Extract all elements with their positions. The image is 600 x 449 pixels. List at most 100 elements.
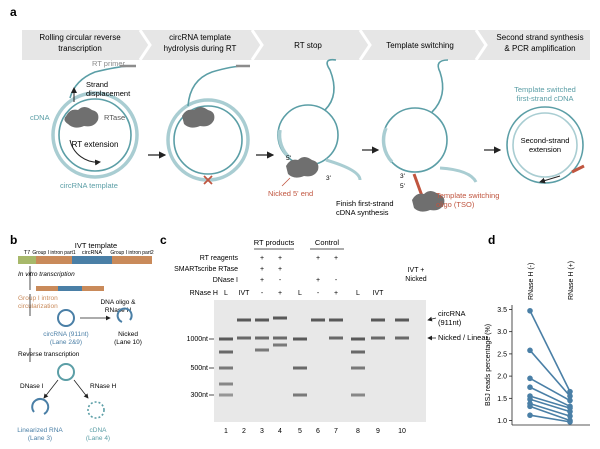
lane-number-1: 1 [224, 428, 228, 435]
in-vitro-label: In vitro transcription [18, 271, 75, 278]
second-strand-tso [571, 164, 585, 174]
switch-template-tail [439, 166, 478, 183]
sample-line-5 [529, 395, 571, 409]
point-rnaseh-minus-8 [527, 403, 533, 410]
marker-1000nt: 1000nt [187, 336, 208, 343]
tso-oligo [412, 173, 424, 197]
gel-band-lane-10 [395, 336, 409, 340]
reverse-transcription-label: Reverse transcription [18, 351, 80, 358]
finish-first-strand-line-1: Finish first-strand [336, 199, 394, 208]
sign-r3-lane-6: + [316, 277, 320, 284]
switch-template-fragment [381, 127, 394, 164]
rt-stop-3p: 3' [326, 175, 331, 182]
row-label-rt-reagents: RT reagents [200, 255, 239, 262]
linearized-rna [31, 397, 50, 415]
cdna-label: cDNA [30, 113, 50, 122]
rt-stop-rtase [286, 157, 319, 178]
gel-band-lane-8 [351, 366, 365, 370]
sample-line-3 [529, 377, 571, 402]
category-label-1: RNase H (-) [528, 263, 535, 300]
circrna-lane: (Lane 2&9) [50, 339, 82, 346]
dna-oligo-line-2: RNase H [105, 307, 132, 314]
group-control: Control [315, 238, 340, 247]
sign-r2-lane-3: + [260, 266, 264, 273]
sign-r3-lane-3: + [260, 277, 264, 284]
rt-extension-label: RT extension [72, 140, 119, 149]
finish-first-strand-line-2: cDNA synthesis [336, 208, 389, 217]
segment-intron-1 [36, 256, 72, 264]
cdna-ring [87, 401, 105, 419]
sample-line-8 [529, 405, 571, 422]
nicked-label: Nicked [118, 331, 138, 338]
cdna-product-lane: (Lane 4) [86, 435, 110, 442]
point-rnaseh-plus-3 [567, 397, 573, 404]
cdna-product-label: cDNA [90, 427, 108, 434]
switch-3p: 3' [400, 173, 405, 180]
gel-band-lane-3 [255, 348, 269, 352]
linearized-lane: (Lane 3) [28, 435, 52, 442]
linearized-label: Linearized RNA [17, 427, 63, 434]
gel-band-lane-5 [293, 393, 307, 397]
gel-band-lane-1 [219, 393, 233, 397]
sign-r4-lane-5: L [298, 290, 302, 297]
rnaseh-arrow [73, 379, 89, 399]
panel-c: c RT products Control RT reagents SMARTs… [160, 233, 489, 435]
row-label-dnase: DNase I [213, 277, 238, 284]
second-strand-ext-line-1: Second-strand [521, 136, 570, 145]
segment-intron-2 [112, 256, 152, 264]
gel-band-lane-1 [219, 366, 233, 370]
dnase-arrow [43, 379, 59, 399]
step-5-title-line-1: Second strand synthesis [496, 33, 583, 42]
step-3-title: RT stop [294, 41, 322, 50]
sample-line-2 [529, 349, 571, 397]
lane-number-10: 10 [398, 428, 406, 435]
switch-5p: 5' [400, 183, 405, 190]
lane-number-9: 9 [376, 428, 380, 435]
sign-r4-lane-2: IVT [239, 290, 251, 297]
point-rnaseh-minus-6 [527, 396, 533, 403]
gel-band-lane-8 [351, 393, 365, 397]
y-axis-label: BSJ reads percentage (%) [485, 324, 492, 406]
segment-circrna-label: circRNA [82, 250, 102, 256]
group-rt-products: RT products [254, 238, 295, 247]
step-1-title-line-2: transcription [58, 44, 102, 53]
lane-number-7: 7 [334, 428, 338, 435]
sign-r2-lane-4: + [278, 266, 282, 273]
band-circrna-line-2: (911nt) [438, 318, 462, 327]
segment-intron-1-label: Group I intron part1 [32, 250, 76, 256]
sign-r4-lane-7: + [334, 290, 338, 297]
rtase-label: RTase [104, 113, 125, 122]
gel-band-lane-4 [273, 316, 287, 320]
point-rnaseh-minus-4 [527, 384, 533, 391]
point-rnaseh-plus-6 [567, 408, 573, 415]
panel-c-label: c [160, 233, 167, 247]
circrna-ring [57, 309, 75, 327]
band-circrna-line-1: circRNA [438, 309, 466, 318]
sign-r4-lane-1: L [224, 290, 228, 297]
rt-stop-5p: 5' [286, 155, 291, 162]
y-tick-label: 3.0 [497, 329, 507, 336]
band-nicked-label: Nicked / Linear [438, 333, 489, 342]
gel-band-lane-2 [237, 336, 251, 340]
gel-band-lane-5 [293, 337, 307, 341]
rt-primer-label: RT primer [92, 59, 126, 68]
point-rnaseh-plus-7 [567, 413, 573, 419]
point-rnaseh-minus-2 [527, 347, 533, 354]
panel-b: b IVT template T7 Group I intron part1 c… [10, 233, 154, 442]
lane-number-8: 8 [356, 428, 360, 435]
switch-cdna-loop [382, 107, 448, 173]
process-banner [22, 30, 590, 60]
gel-band-lane-1 [219, 337, 233, 341]
point-rnaseh-minus-1 [527, 307, 533, 314]
step-5-title-line-2: & PCR amplification [504, 44, 575, 53]
marker-300nt: 300nt [190, 392, 208, 399]
ivt-nicked-line-2: Nicked [405, 276, 427, 283]
gel-band-lane-5 [293, 366, 307, 370]
rt-extension-arrow [69, 139, 101, 166]
sign-r4-lane-9: IVT [373, 290, 385, 297]
point-rnaseh-minus-9 [527, 412, 533, 419]
gel-band-lane-3 [255, 336, 269, 340]
